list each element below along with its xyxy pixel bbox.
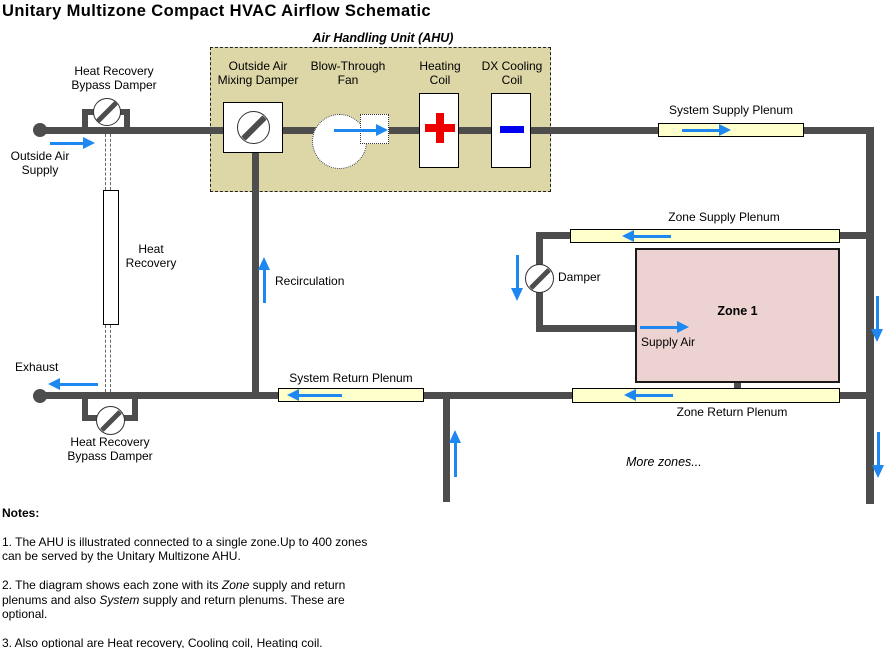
zone1-box bbox=[635, 248, 840, 383]
exhaust-dot bbox=[33, 389, 47, 403]
cooling-coil-label: DX Cooling Coil bbox=[481, 59, 543, 87]
zone-return-stub bbox=[734, 381, 741, 390]
recirculation-label: Recirculation bbox=[275, 274, 345, 288]
right-riser-duct bbox=[866, 127, 874, 504]
zone-supply-arrow bbox=[622, 230, 671, 242]
branch-up-arrow bbox=[449, 430, 461, 477]
mixing-damper-icon bbox=[237, 111, 270, 144]
damper-label: Damper bbox=[558, 270, 601, 284]
system-return-plenum bbox=[278, 388, 424, 402]
recirculation-duct bbox=[252, 150, 259, 399]
notes-heading: Notes: bbox=[2, 506, 40, 520]
system-return-arrow bbox=[287, 389, 342, 401]
zone-return-arrow bbox=[624, 389, 673, 401]
page-title: Unitary Multizone Compact HVAC Airflow S… bbox=[2, 2, 432, 20]
bypass-damper-bottom-icon bbox=[96, 406, 125, 435]
note-1: 1. The AHU is illustrated connected to a… bbox=[2, 534, 368, 564]
mixing-damper-label: Outside Air Mixing Damper bbox=[217, 59, 299, 87]
zone-return-plenum-label: Zone Return Plenum bbox=[676, 405, 788, 419]
heat-recovery-connector bbox=[105, 325, 106, 392]
zone-supply-plenum-label: Zone Supply Plenum bbox=[668, 210, 780, 224]
zone-damper-arrow bbox=[511, 255, 523, 301]
zone-supply-connector-right bbox=[839, 232, 867, 239]
fan-icon bbox=[312, 114, 367, 169]
heat-recovery-connector bbox=[110, 134, 111, 190]
bypass-damper-top-label: Heat Recovery Bypass Damper bbox=[71, 64, 157, 92]
system-supply-plenum bbox=[658, 123, 804, 137]
heating-plus-icon bbox=[436, 113, 444, 143]
heat-recovery-connector bbox=[110, 325, 111, 392]
supply-air-label: Supply Air bbox=[641, 335, 696, 349]
zone-supply-plenum bbox=[570, 229, 840, 243]
heating-coil-label: Heating Coil bbox=[419, 59, 461, 87]
bypass-damper-bottom-label: Heat Recovery Bypass Damper bbox=[67, 435, 153, 463]
heat-recovery-box bbox=[103, 190, 119, 325]
bypass-damper-top-icon bbox=[93, 98, 121, 126]
note-3: 3. Also optional are Heat recovery, Cool… bbox=[2, 635, 323, 648]
zone-damper-icon bbox=[525, 264, 554, 293]
system-return-plenum-label: System Return Plenum bbox=[289, 371, 413, 385]
outside-air-arrow bbox=[50, 137, 95, 149]
riser-down-arrow-1 bbox=[871, 296, 883, 342]
riser-down-arrow-2 bbox=[872, 432, 884, 478]
fan-label: Blow-Through Fan bbox=[310, 59, 386, 87]
more-zones-branch-duct bbox=[443, 392, 450, 502]
exhaust-label: Exhaust bbox=[15, 360, 59, 374]
heat-recovery-label: Heat Recovery bbox=[125, 242, 177, 270]
outside-air-dot bbox=[33, 123, 47, 137]
heat-recovery-connector bbox=[105, 134, 106, 190]
zone-supply-connector-left bbox=[536, 232, 576, 239]
zone1-label: Zone 1 bbox=[717, 304, 758, 318]
zone-feed-duct bbox=[536, 325, 637, 332]
fan-flow-arrow bbox=[334, 124, 388, 136]
recirculation-arrow bbox=[258, 257, 270, 303]
ahu-label: Air Handling Unit (AHU) bbox=[312, 31, 454, 45]
system-supply-arrow bbox=[682, 124, 731, 136]
cooling-minus-icon bbox=[500, 126, 524, 133]
notes-section: Notes: 1. The AHU is illustrated connect… bbox=[2, 506, 368, 648]
return-duct bbox=[38, 392, 874, 399]
zone-return-plenum bbox=[572, 388, 840, 403]
note-2: 2. The diagram shows each zone with its … bbox=[2, 577, 346, 622]
exhaust-arrow bbox=[48, 378, 98, 390]
outside-air-supply-label: Outside Air Supply bbox=[10, 149, 70, 177]
more-zones-label: More zones... bbox=[626, 455, 702, 469]
supply-air-arrow bbox=[640, 321, 689, 333]
system-supply-plenum-label: System Supply Plenum bbox=[668, 103, 794, 117]
